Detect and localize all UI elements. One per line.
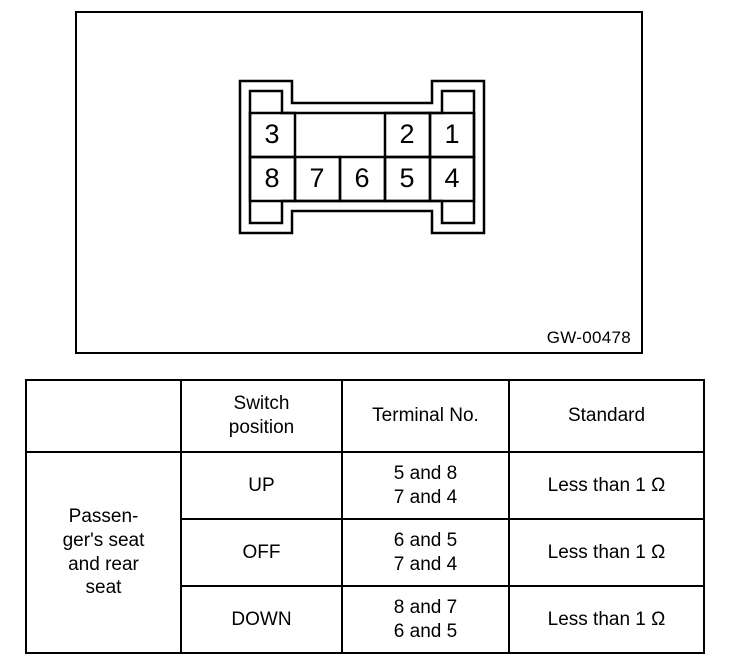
- table-row: DOWN 8 and 7 6 and 5 Less than 1 Ω: [26, 585, 705, 654]
- pin-cell-4: [428, 155, 476, 203]
- cell-switch-position: OFF: [180, 518, 343, 587]
- pin-label-3: 3: [264, 119, 279, 149]
- cell-switch-position: DOWN: [180, 585, 343, 654]
- row-group-label: Passen- ger's seat and rear seat: [25, 451, 182, 654]
- pin-label-1: 1: [444, 119, 459, 149]
- header-blank: [25, 379, 182, 453]
- table-row: Passen- ger's seat and rear seat UP 5 an…: [25, 451, 705, 654]
- cell-switch-position: UP: [180, 451, 343, 520]
- cell-standard: Less than 1 Ω: [508, 518, 705, 587]
- cell-standard: Less than 1 Ω: [508, 451, 705, 520]
- table-header-row: Switch position Terminal No. Standard: [25, 379, 705, 453]
- figure-caption: GW-00478: [546, 328, 631, 347]
- inspection-spec-table: Switch position Terminal No. Standard Pa…: [25, 379, 705, 654]
- pin-label-8: 8: [264, 163, 279, 193]
- table-row: OFF 6 and 5 7 and 4 Less than 1 Ω: [26, 518, 705, 587]
- connector-shell-outline: [238, 79, 486, 235]
- figure-panel: 3 2 1 8 7 6 5 4 GW-00478: [75, 11, 643, 354]
- pin-label-6: 6: [354, 163, 369, 193]
- pin-label-4: 4: [444, 163, 459, 193]
- cell-terminal-no: 5 and 8 7 and 4: [341, 451, 510, 520]
- pin-label-5: 5: [399, 163, 414, 193]
- header-switch-position: Switch position: [180, 379, 343, 453]
- cell-standard: Less than 1 Ω: [508, 585, 705, 654]
- cell-terminal-no: 8 and 7 6 and 5: [341, 585, 510, 654]
- connector-diagram: 3 2 1 8 7 6 5 4: [237, 78, 487, 236]
- header-standard: Standard: [508, 379, 705, 453]
- pin-label-2: 2: [399, 119, 414, 149]
- header-terminal-no: Terminal No.: [341, 379, 510, 453]
- pin-label-7: 7: [309, 163, 324, 193]
- cell-terminal-no: 6 and 5 7 and 4: [341, 518, 510, 587]
